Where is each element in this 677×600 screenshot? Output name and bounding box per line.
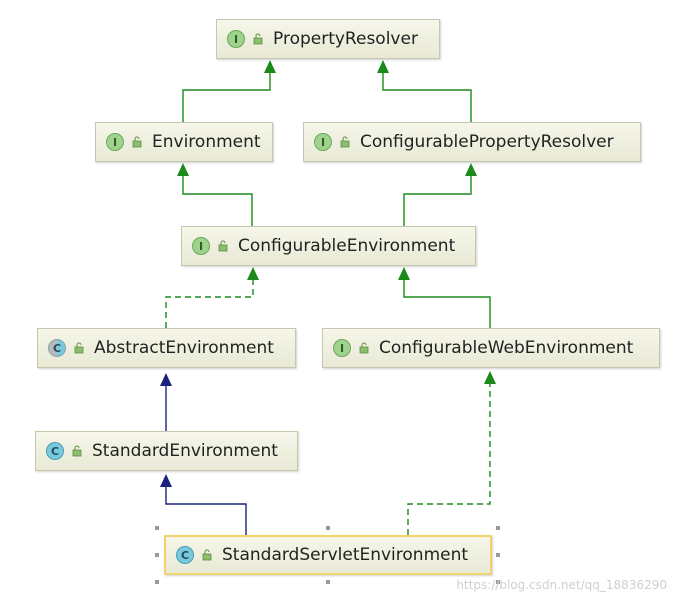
node-label: ConfigurableEnvironment [238, 236, 456, 256]
node-label: StandardServletEnvironment [222, 545, 469, 565]
edge-standardservletenvironment-to-standardenvironment [165, 477, 247, 535]
node-standardservletenvironment[interactable]: C StandardServletEnvironment [164, 535, 492, 575]
edge-configurablepropertyresolver-to-propertyresolver [382, 63, 472, 122]
node-label: Environment [152, 132, 261, 152]
node-label: StandardEnvironment [92, 441, 278, 461]
arrowhead [398, 267, 410, 280]
arrowhead [247, 267, 259, 280]
interface-icon: I [192, 237, 210, 255]
selection-handle[interactable] [496, 580, 500, 584]
interface-icon: I [106, 133, 124, 151]
edge-environment-to-propertyresolver [182, 63, 271, 122]
arrowhead [160, 474, 172, 487]
node-label: ConfigurableWebEnvironment [379, 338, 634, 358]
node-label: PropertyResolver [273, 29, 418, 49]
node-configurablepropertyresolver[interactable]: I ConfigurablePropertyResolver [303, 122, 641, 162]
arrowhead [484, 371, 496, 384]
arrowhead [177, 163, 189, 176]
watermark-text: https://blog.csdn.net/qq_18836290 [456, 578, 667, 592]
public-lock-icon [359, 342, 369, 354]
node-label: AbstractEnvironment [94, 338, 274, 358]
selection-handle[interactable] [496, 526, 500, 530]
edge-abstractenvironment-implements-configurableenvironment [165, 270, 254, 328]
selection-handle[interactable] [155, 580, 159, 584]
node-configurablewebenvironment[interactable]: I ConfigurableWebEnvironment [322, 328, 660, 368]
public-lock-icon [202, 549, 212, 561]
arrowhead [465, 163, 477, 176]
arrowhead [377, 60, 389, 73]
edge-standardservletenvironment-implements-configurablewebenvironment [407, 373, 491, 535]
arrowhead [264, 60, 276, 73]
node-abstractenvironment[interactable]: C AbstractEnvironment [37, 328, 296, 368]
selection-handle[interactable] [326, 580, 330, 584]
class-icon: C [46, 442, 64, 460]
interface-icon: I [227, 30, 245, 48]
arrowhead [160, 373, 172, 386]
public-lock-icon [340, 136, 350, 148]
edge-configurablewebenvironment-to-configurableenvironment [403, 270, 491, 328]
interface-icon: I [314, 133, 332, 151]
node-label: ConfigurablePropertyResolver [360, 132, 614, 152]
edge-configurableenvironment-to-environment [182, 166, 253, 226]
node-propertyresolver[interactable]: I PropertyResolver [216, 19, 440, 59]
public-lock-icon [74, 342, 84, 354]
public-lock-icon [72, 445, 82, 457]
interface-icon: I [333, 339, 351, 357]
public-lock-icon [218, 240, 228, 252]
node-environment[interactable]: I Environment [95, 122, 273, 162]
node-standardenvironment[interactable]: C StandardEnvironment [35, 431, 298, 471]
class-icon: C [176, 546, 194, 564]
selection-handle[interactable] [326, 526, 330, 530]
selection-handle[interactable] [155, 526, 159, 530]
selection-handle[interactable] [496, 553, 500, 557]
edge-configurableenvironment-to-configurablepropertyresolver [403, 166, 472, 226]
selection-handle[interactable] [155, 553, 159, 557]
public-lock-icon [132, 136, 142, 148]
public-lock-icon [253, 33, 263, 45]
node-configurableenvironment[interactable]: I ConfigurableEnvironment [181, 226, 476, 266]
abstract-class-icon: C [48, 339, 66, 357]
